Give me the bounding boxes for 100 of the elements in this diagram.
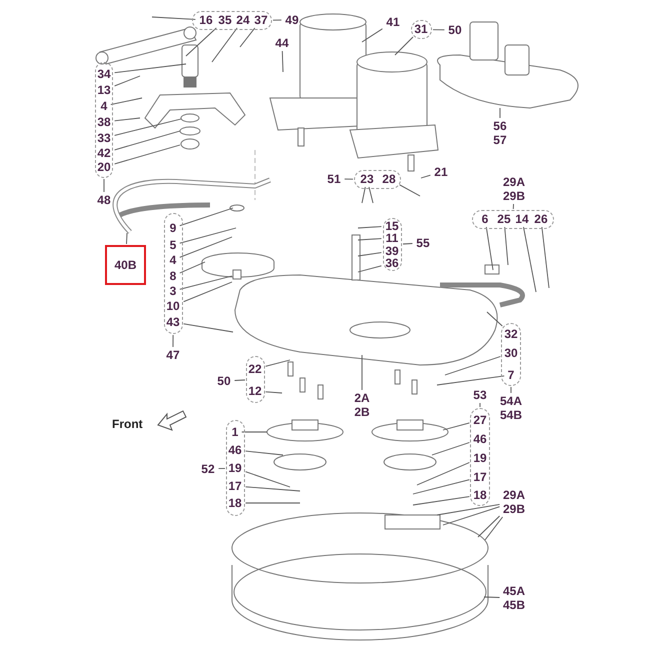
leader-line [541,226,550,288]
connector-line [344,178,354,180]
leader-line [362,186,366,204]
leader-line [436,504,500,516]
callout-number: 30 [501,346,521,360]
callout-number: 29A 29B [500,488,528,516]
leader-line [245,502,300,504]
leader-line [358,265,382,272]
leader-line [114,130,180,150]
leader-line [420,174,431,178]
callout-number: 4 [167,253,179,267]
connector-line [510,386,512,394]
callout-number: 46 [470,432,490,446]
callout-group [354,170,401,189]
leader-line [245,450,284,456]
callout-number: 45A 45B [500,584,528,612]
leader-line [282,50,284,72]
leader-line [114,144,180,164]
leader-line [179,262,206,274]
callout-number: 23 [357,172,377,186]
callout-number: 13 [94,83,114,97]
callout-number: 17 [470,470,490,484]
callout-number: 42 [94,146,114,160]
callout-number: 6 [479,212,491,226]
callout-number: 46 [225,443,245,457]
leader-line [152,16,196,20]
callout-number: 29A 29B [500,175,528,203]
leader-line [212,28,238,62]
leader-line [358,238,382,240]
leader-line [504,226,508,266]
callout-number: 25 [494,212,514,226]
callout-number: 21 [431,165,451,179]
leader-line [484,596,500,598]
connector-line [272,20,282,21]
leader-line [265,391,282,394]
leader-line [368,186,374,204]
callout-number: 35 [215,13,235,27]
callout-number: 48 [94,193,114,207]
callout-number: 2A 2B [352,391,372,419]
callout-group [470,408,490,506]
leader-line [179,276,232,290]
callout-number: 44 [272,36,292,50]
leader-line [358,226,382,228]
callout-number: 16 [196,13,216,27]
callout-number: 11 [382,231,402,245]
callout-number: 50 [214,374,234,388]
callout-number: 34 [94,67,114,81]
leader-line [478,516,500,538]
callout-number: 5 [167,238,179,252]
connector-line [402,243,413,244]
connector-line [512,204,514,210]
callout-number: 7 [505,368,517,382]
callout-number: 47 [163,348,183,362]
callout-group [164,213,183,334]
leader-line [432,442,470,456]
leader-line [114,118,140,122]
callout-number: 27 [470,413,490,427]
callout-group [383,218,402,271]
callout-number: 9 [167,221,179,235]
callout-number: 37 [251,13,271,27]
leader-line [186,28,217,56]
callout-number: 43 [163,315,183,329]
callout-number: 20 [94,160,114,174]
callout-group [501,323,521,386]
callout-group [246,356,265,403]
leader-line [442,422,470,430]
leader-line [486,312,503,326]
leader-line [484,516,504,540]
leader-line [416,462,470,486]
callout-number: 41 [383,15,403,29]
callout-number: 18 [470,488,490,502]
callout-number: 28 [379,172,399,186]
callout-number: 33 [94,131,114,145]
callout-number: 14 [512,212,532,226]
callout-group [226,420,245,516]
leader-line [265,360,290,367]
callout-number: 12 [245,384,265,398]
leader-line [114,64,186,74]
callout-group [411,20,432,39]
callout-number: 39 [382,244,402,258]
leader-line [114,76,140,86]
callout-number: 54A 54B [498,394,524,422]
callout-number: 49 [282,13,302,27]
connector-line [432,29,445,30]
leader-line [245,471,290,488]
callout-group [95,62,113,178]
callout-number: 24 [233,13,253,27]
callout-number: 31 [411,22,431,36]
leader-line [179,228,236,244]
callout-number: 55 [413,236,433,250]
leader-line [183,282,232,302]
connector-line [172,334,174,348]
leader-line [183,323,234,332]
callout-number: 50 [445,23,465,37]
callout-number: 56 57 [490,119,510,147]
callout-number: 10 [163,299,183,313]
callout-number: 19 [225,461,245,475]
direction-label: Front [112,417,143,431]
callout-number: 52 [198,462,218,476]
callout-number: 38 [94,115,114,129]
